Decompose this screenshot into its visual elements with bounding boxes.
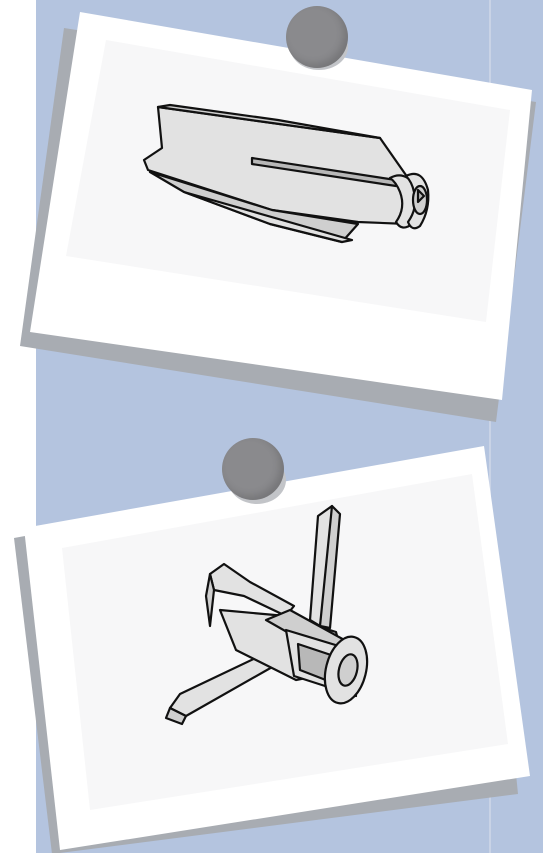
pinned-photo-card (20, 10, 536, 422)
plastic-wall-anchor-icon (142, 103, 430, 244)
left-margin (0, 0, 36, 853)
board-edge-line (489, 0, 491, 853)
pinned-photo-card (14, 444, 532, 853)
spring-toggle-anchor-icon (164, 504, 369, 726)
push-pin-icon (286, 6, 348, 68)
push-pin-icon (222, 438, 284, 500)
